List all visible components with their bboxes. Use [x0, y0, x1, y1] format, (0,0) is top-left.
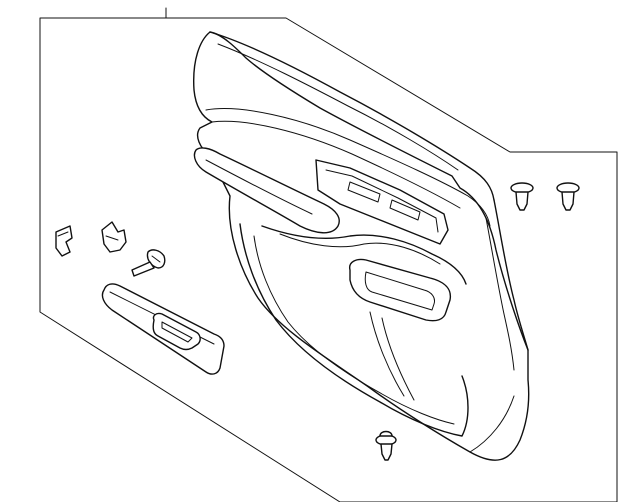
armrest-top	[193, 147, 340, 234]
pin3-body	[380, 443, 393, 461]
switch-bezel-inner	[325, 169, 439, 233]
armrest-crease	[205, 159, 313, 215]
pin2-body	[561, 191, 575, 211]
map-pocket-inner	[253, 235, 455, 425]
grab-handle-inner	[364, 271, 435, 311]
armrest-bezel[interactable]	[101, 283, 225, 375]
pin1-body	[515, 191, 529, 211]
bezel-switch-inner	[161, 321, 193, 343]
map-pocket-lip-2	[381, 317, 415, 401]
upper-pad-edge	[209, 31, 495, 201]
upper-pad-lower	[205, 108, 491, 227]
switch-slot-2	[389, 199, 421, 221]
upper-pad-inner	[217, 43, 459, 171]
pin3-cap	[379, 430, 393, 437]
push-pin-1[interactable]	[510, 182, 534, 211]
screw-shank	[131, 261, 155, 277]
clip-left-body	[55, 225, 73, 257]
armrest-ledge-inner	[279, 233, 441, 265]
door-trim-panel[interactable]	[192, 31, 530, 461]
push-pin-2[interactable]	[556, 182, 580, 211]
panel-lower-edge	[469, 395, 515, 453]
door-panel-outer	[192, 31, 530, 461]
panel-rear-edge	[493, 199, 529, 351]
screw[interactable]	[131, 249, 166, 277]
clip-right-body	[101, 221, 127, 253]
bezel-switch-opening	[152, 312, 201, 351]
switch-bezel-recess	[315, 159, 449, 245]
upper-pad-lower-2	[211, 120, 461, 209]
map-pocket-outline	[239, 223, 469, 437]
map-pocket-lip	[369, 311, 405, 397]
screw-slot	[151, 255, 161, 263]
retainer-clip-right[interactable]	[101, 221, 127, 253]
retainer-clip-left[interactable]	[55, 225, 73, 257]
switch-slot-1	[347, 181, 381, 203]
clip-right-detail	[105, 235, 119, 241]
armrest-ledge	[261, 225, 467, 285]
push-pin-bottom[interactable]	[375, 430, 397, 461]
panel-rear-edge-inner	[485, 217, 515, 371]
assembly-boundary	[39, 17, 618, 502]
clip-left-detail	[57, 231, 69, 237]
